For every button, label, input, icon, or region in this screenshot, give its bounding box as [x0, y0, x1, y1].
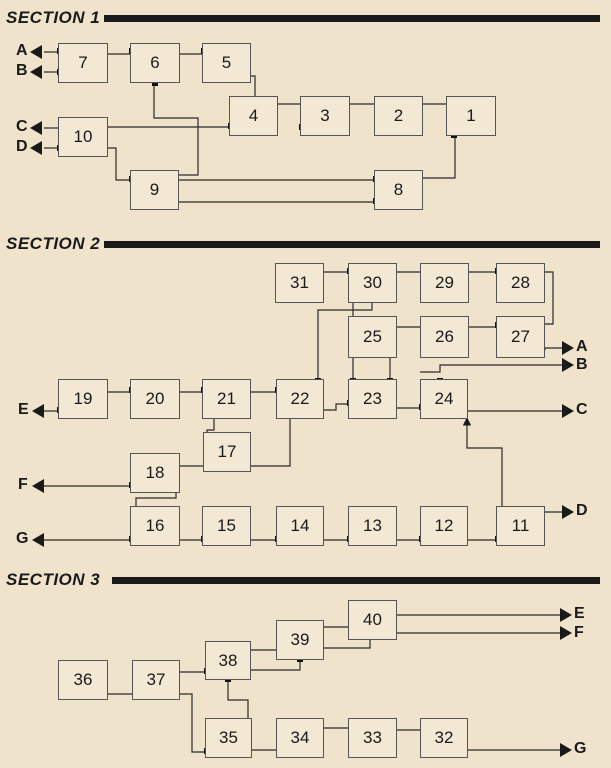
- section-1-title: SECTION 1: [6, 8, 101, 27]
- block-12: 12: [420, 506, 468, 546]
- block-38: 38: [205, 641, 251, 680]
- block-20: 20: [130, 379, 180, 419]
- terminal-label-s1-c: C: [16, 118, 28, 135]
- block-14: 14: [276, 506, 324, 546]
- block-36: 36: [58, 660, 108, 700]
- terminal-label-s1-d: D: [16, 138, 28, 155]
- block-21: 21: [202, 379, 251, 419]
- block-32: 32: [420, 718, 468, 758]
- block-19: 19: [58, 379, 108, 419]
- block-34: 34: [276, 718, 324, 758]
- terminal-label-s2-f: F: [18, 476, 28, 493]
- block-29: 29: [420, 263, 469, 303]
- block-33: 33: [348, 718, 397, 758]
- block-31: 31: [275, 263, 324, 303]
- block-24: 24: [420, 379, 468, 419]
- block-35: 35: [205, 718, 252, 758]
- block-15: 15: [202, 506, 251, 546]
- block-13: 13: [348, 506, 397, 546]
- terminal-label-s2-g: G: [16, 530, 29, 547]
- block-3: 3: [300, 96, 350, 136]
- block-37: 37: [132, 660, 180, 700]
- terminal-label-s3-e: E: [574, 605, 585, 622]
- section-1-rule: [104, 15, 600, 22]
- terminal-label-s2-e: E: [18, 401, 29, 418]
- section-2-title: SECTION 2: [6, 234, 101, 253]
- block-30: 30: [348, 263, 397, 303]
- block-4: 4: [229, 96, 278, 136]
- terminal-label-s2-d: D: [576, 502, 588, 519]
- block-5: 5: [202, 43, 251, 83]
- section-2-rule: [104, 241, 600, 248]
- terminal-label-s2-b: B: [576, 356, 588, 373]
- block-10: 10: [58, 117, 108, 157]
- block-17: 17: [203, 432, 251, 472]
- block-18: 18: [130, 453, 180, 493]
- terminal-label-s2-c: C: [576, 401, 588, 418]
- block-25: 25: [348, 316, 397, 358]
- block-6: 6: [130, 43, 180, 83]
- terminal-label-s3-g: G: [574, 740, 587, 757]
- section-3-rule: [112, 577, 600, 584]
- block-7: 7: [58, 43, 108, 83]
- terminal-label-s2-a: A: [576, 338, 588, 355]
- block-22: 22: [276, 379, 324, 419]
- terminal-label-s3-f: F: [574, 624, 584, 641]
- section-3-title: SECTION 3: [6, 570, 101, 589]
- block-28: 28: [496, 263, 545, 303]
- block-1: 1: [446, 96, 496, 136]
- terminal-label-s1-a: A: [16, 42, 28, 59]
- block-39: 39: [276, 620, 324, 660]
- block-27: 27: [496, 316, 545, 358]
- block-40: 40: [348, 600, 397, 640]
- block-23: 23: [348, 379, 397, 419]
- block-9: 9: [130, 170, 179, 210]
- block-11: 11: [496, 506, 545, 546]
- block-16: 16: [130, 506, 180, 546]
- block-26: 26: [420, 316, 469, 358]
- block-2: 2: [374, 96, 423, 136]
- terminal-label-s1-b: B: [16, 62, 28, 79]
- block-8: 8: [374, 170, 423, 210]
